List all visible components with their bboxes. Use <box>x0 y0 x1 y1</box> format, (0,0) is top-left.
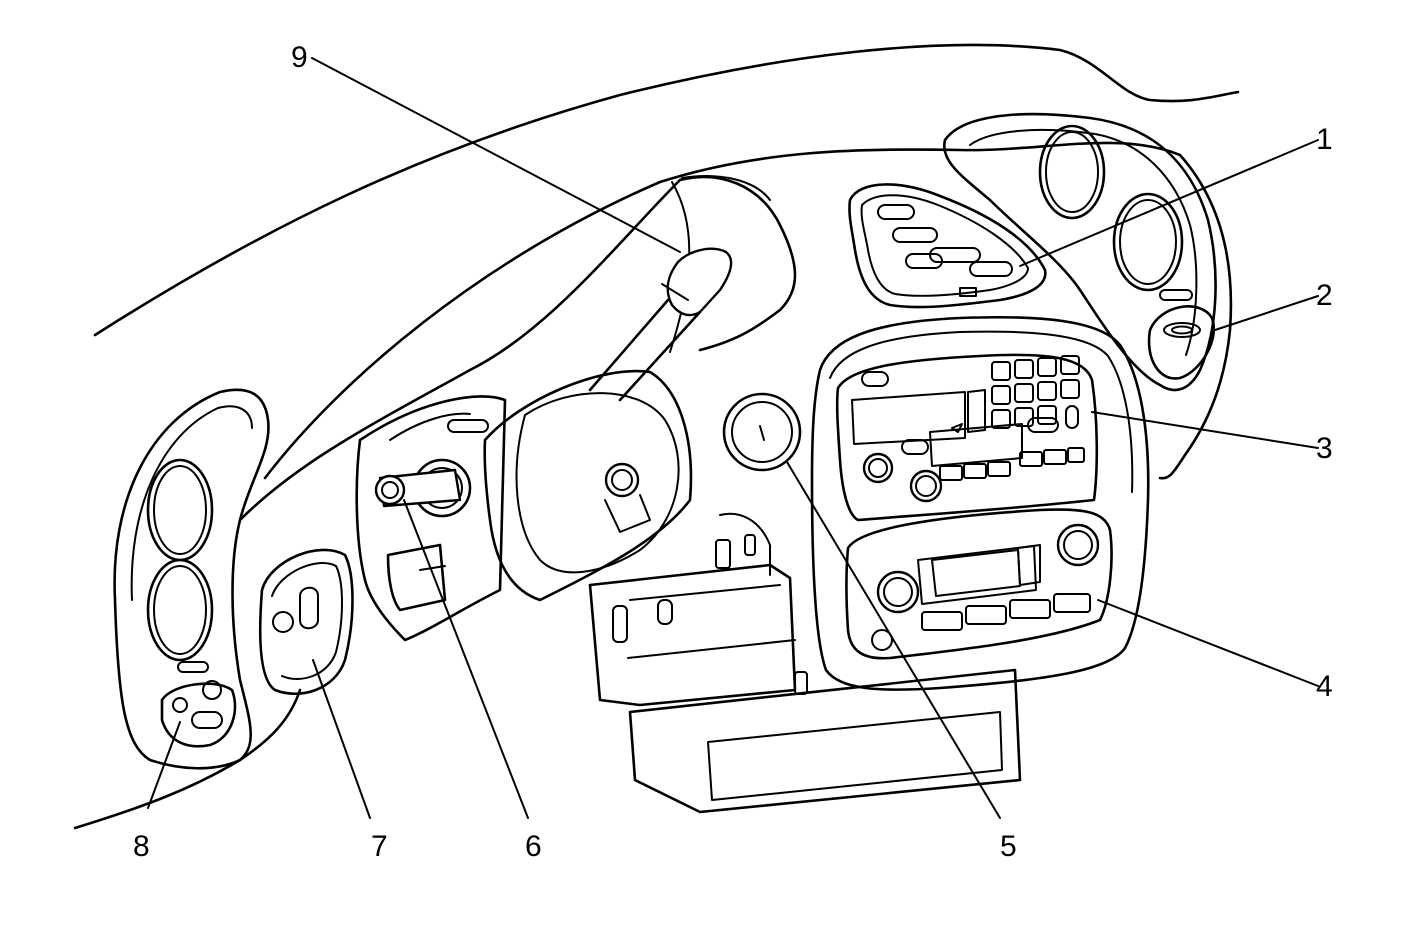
radio-preset-buttons <box>991 355 1080 429</box>
callout-1: 1 <box>1316 123 1333 156</box>
leader-line-4 <box>1097 599 1319 687</box>
leader-line-8 <box>147 721 181 809</box>
leader-lines <box>147 57 1319 819</box>
callout-3: 3 <box>1316 432 1333 465</box>
cigar-lighter <box>722 392 802 472</box>
center-stack-bezel <box>810 315 1150 691</box>
callout-9: 9 <box>291 41 308 74</box>
callout-6: 6 <box>525 830 542 863</box>
leader-line-1 <box>1019 139 1319 267</box>
callout-4: 4 <box>1316 670 1333 703</box>
hvac-mode-buttons <box>871 593 1091 651</box>
callout-8: 8 <box>133 830 150 863</box>
switch-panel <box>258 548 354 695</box>
leader-line-5 <box>786 461 1001 819</box>
headlamp-switch-area <box>355 395 507 642</box>
callout-5: 5 <box>1000 830 1017 863</box>
leader-line-6 <box>403 499 529 819</box>
callout-labels: 1 2 3 4 5 6 7 8 9 <box>133 41 1333 863</box>
multifunction-lever <box>588 247 733 402</box>
leader-line-7 <box>312 659 371 819</box>
radio-unit <box>835 353 1099 522</box>
left-vent-cluster <box>113 388 270 770</box>
leader-line-3 <box>1091 411 1319 449</box>
heater-ac-control <box>845 508 1113 660</box>
dashboard-outline <box>73 43 1240 830</box>
radio-lower-buttons <box>939 447 1085 481</box>
leader-line-9 <box>311 57 681 253</box>
callout-2: 2 <box>1316 279 1333 312</box>
right-vent-cluster <box>942 112 1217 392</box>
lower-bracket <box>588 512 1022 814</box>
steering-column <box>483 369 693 602</box>
leader-line-2 <box>1214 295 1319 331</box>
callout-7: 7 <box>371 830 388 863</box>
center-air-outlet <box>848 183 1047 309</box>
